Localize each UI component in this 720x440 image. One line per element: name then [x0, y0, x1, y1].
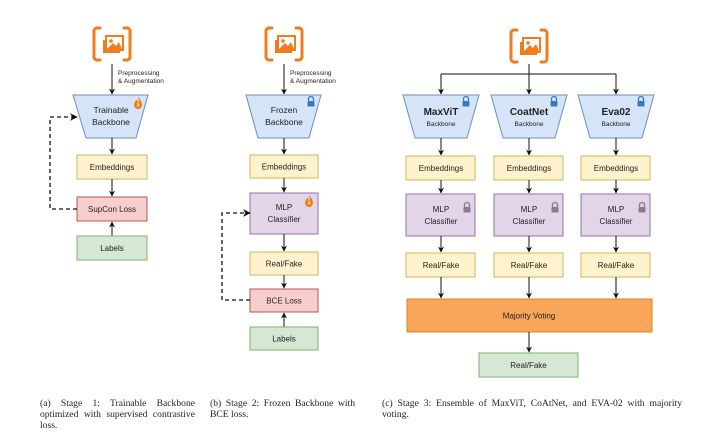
backbone-label-2: Backbone [92, 117, 130, 127]
backbone-name: MaxViT [424, 107, 459, 118]
labels-label: Labels [272, 335, 296, 344]
mlp-classifier-block [493, 193, 564, 237]
majority-voting-label: Majority Voting [503, 312, 555, 321]
caption-stage2: (b) Stage 2: Frozen Backbone with BCE lo… [210, 398, 355, 420]
classifier-label-2: Classifier [425, 217, 458, 226]
real-fake-block [493, 252, 564, 278]
real-fake-label: Real/Fake [598, 261, 635, 270]
final-real-fake-block [478, 352, 579, 378]
preprocess-label-1: Preprocessing [118, 70, 160, 77]
trainable-backbone-block [72, 94, 149, 139]
caption-stage3: (c) Stage 3: Ensemble of MaxViT, CoAtNet… [382, 398, 682, 420]
embeddings-label: Embeddings [507, 164, 551, 173]
classifier-label-2: Classifier [268, 215, 301, 224]
supcon-loss-block [76, 196, 148, 222]
stage1-diagram: Preprocessing & Augmentation Trainable B… [49, 24, 164, 261]
backbone-label-2: Backbone [265, 117, 303, 127]
embeddings-block [76, 154, 148, 180]
real-fake-label: Real/Fake [266, 260, 303, 269]
backbone-block [490, 94, 568, 139]
image-stack-icon [509, 26, 549, 66]
embeddings-block [405, 155, 476, 181]
classifier-label-1: MLP [608, 205, 624, 214]
frozen-backbone-block [245, 94, 322, 139]
caption-stage1: (a) Stage 1: Trainable Backbone optimize… [40, 398, 195, 431]
real-fake-label: Real/Fake [423, 261, 460, 270]
labels-label: Labels [100, 244, 124, 253]
classifier-label-1: MLP [521, 205, 537, 214]
backbone-sub: Backbone [427, 121, 456, 128]
backbone-label-1: Frozen [271, 105, 298, 115]
mlp-classifier-block [405, 193, 476, 237]
backbone-sub: Backbone [515, 121, 544, 128]
labels-block [249, 326, 319, 351]
mlp-classifier-block [580, 193, 651, 237]
backbone-name: CoatNet [510, 107, 549, 118]
backbone-block [402, 94, 480, 139]
real-fake-label: Real/Fake [511, 261, 548, 270]
classifier-label-1: MLP [276, 203, 292, 212]
backbone-block [577, 94, 655, 139]
stage2-diagram: Preprocessing & Augmentation Frozen Back… [221, 24, 336, 351]
labels-block [76, 235, 148, 261]
classifier-label-1: MLP [433, 205, 449, 214]
gradient-feedback-arrow [49, 113, 78, 210]
supcon-loss-label: SupCon Loss [88, 205, 136, 214]
preprocess-label-2: & Augmentation [290, 78, 336, 85]
embeddings-block [580, 155, 651, 181]
preprocess-label-1: Preprocessing [290, 70, 332, 77]
backbone-label-1: Trainable [93, 105, 128, 115]
embeddings-label: Embeddings [594, 164, 638, 173]
backbone-name: Eva02 [602, 107, 631, 118]
preprocess-label-2: & Augmentation [118, 78, 164, 85]
real-fake-block [580, 252, 651, 278]
backbone-sub: Backbone [602, 121, 631, 128]
classifier-label-2: Classifier [513, 217, 546, 226]
real-fake-block [405, 252, 476, 278]
bce-loss-label: BCE Loss [266, 297, 302, 306]
embeddings-block [493, 155, 564, 181]
image-stack-icon [92, 24, 132, 64]
embeddings-label: Embeddings [262, 163, 306, 172]
majority-voting-block [406, 298, 653, 333]
classifier-label-2: Classifier [600, 217, 633, 226]
final-real-fake-label: Real/Fake [510, 361, 547, 370]
embeddings-label: Embeddings [90, 163, 134, 172]
embeddings-label: Embeddings [419, 164, 463, 173]
gradient-feedback-arrow [221, 209, 251, 301]
image-stack-icon [264, 24, 304, 64]
